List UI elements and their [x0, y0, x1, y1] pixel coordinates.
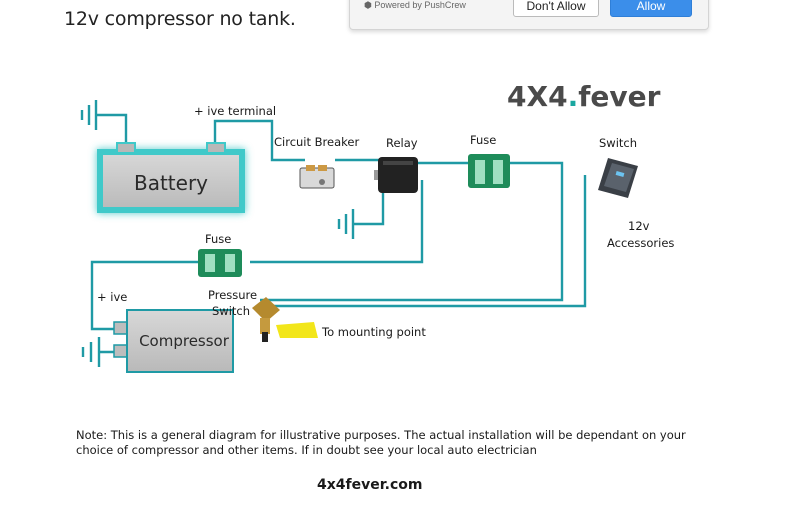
ground-icon	[80, 100, 98, 130]
push-notification-dialog: ⬢ Powered by PushCrew Don't Allow Allow	[349, 0, 709, 30]
brand-logo: 4X4.fever	[507, 80, 661, 113]
compressor-positive-label: + ive	[97, 290, 127, 304]
compressor: Compressor	[113, 309, 234, 373]
relay-icon	[374, 157, 418, 193]
circuit-breaker-icon	[299, 165, 335, 189]
compressor-label: Compressor	[139, 332, 230, 350]
ground-icon	[337, 209, 355, 239]
pressure-switch-line1: Pressure	[208, 288, 257, 302]
fuse-icon	[198, 249, 242, 277]
page-title: 12v compressor no tank.	[64, 8, 296, 30]
rocker-switch-icon	[598, 158, 638, 198]
switch-label: Switch	[599, 136, 637, 150]
fuse-mid-label: Fuse	[205, 232, 231, 246]
fuse-top-label: Fuse	[470, 133, 496, 147]
accessories-line1: 12v	[628, 219, 650, 233]
powered-by-label: ⬢ Powered by PushCrew	[364, 0, 466, 10]
note-line2: choice of compressor and other items. If…	[76, 443, 537, 457]
allow-button[interactable]: Allow	[610, 0, 692, 17]
battery-label: Battery	[134, 171, 208, 195]
accessories-line2: Accessories	[607, 236, 674, 250]
fuse-icon	[468, 154, 510, 188]
positive-terminal-label: + ive terminal	[194, 104, 276, 118]
wires	[90, 113, 587, 354]
pressure-switch-icon	[252, 297, 318, 342]
dont-allow-button[interactable]: Don't Allow	[513, 0, 599, 17]
mounting-point-label: To mounting point	[321, 325, 426, 339]
note-line1: Note: This is a general diagram for illu…	[76, 428, 686, 442]
circuit-breaker-label: Circuit Breaker	[274, 135, 359, 149]
ground-icon	[81, 337, 101, 367]
pressure-switch-line2: Switch	[212, 304, 250, 318]
pushcrew-icon: ⬢	[364, 0, 375, 10]
relay-label: Relay	[386, 136, 418, 150]
battery: Battery	[97, 142, 245, 213]
website-label: 4x4fever.com	[317, 477, 422, 493]
